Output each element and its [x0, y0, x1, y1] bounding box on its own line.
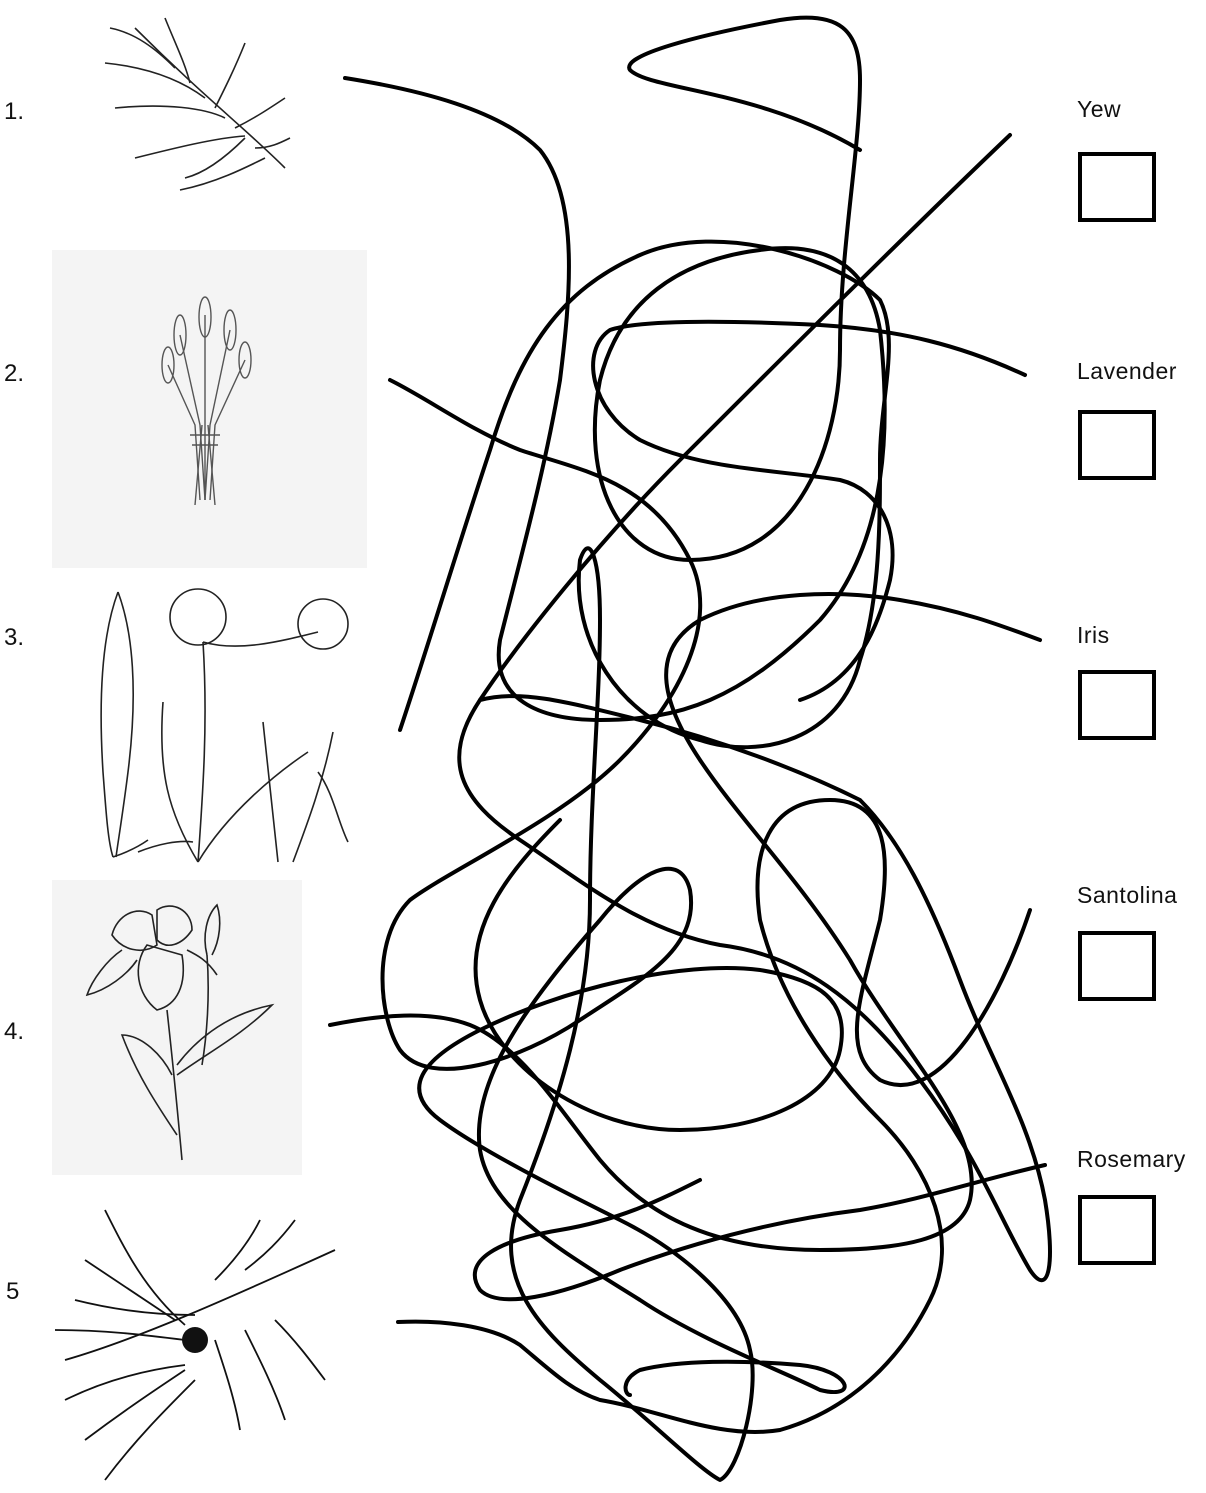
answer-box-santolina[interactable] [1078, 931, 1156, 1001]
answer-label-rosemary: Rosemary [1077, 1146, 1186, 1173]
answer-box-iris[interactable] [1078, 670, 1156, 740]
answer-label-iris: Iris [1077, 622, 1110, 649]
answer-box-lavender[interactable] [1078, 410, 1156, 480]
answer-label-santolina: Santolina [1077, 882, 1177, 909]
answer-box-rosemary[interactable] [1078, 1195, 1156, 1265]
answer-box-yew[interactable] [1078, 152, 1156, 222]
answer-label-yew: Yew [1077, 96, 1121, 123]
answer-label-lavender: Lavender [1077, 358, 1177, 385]
